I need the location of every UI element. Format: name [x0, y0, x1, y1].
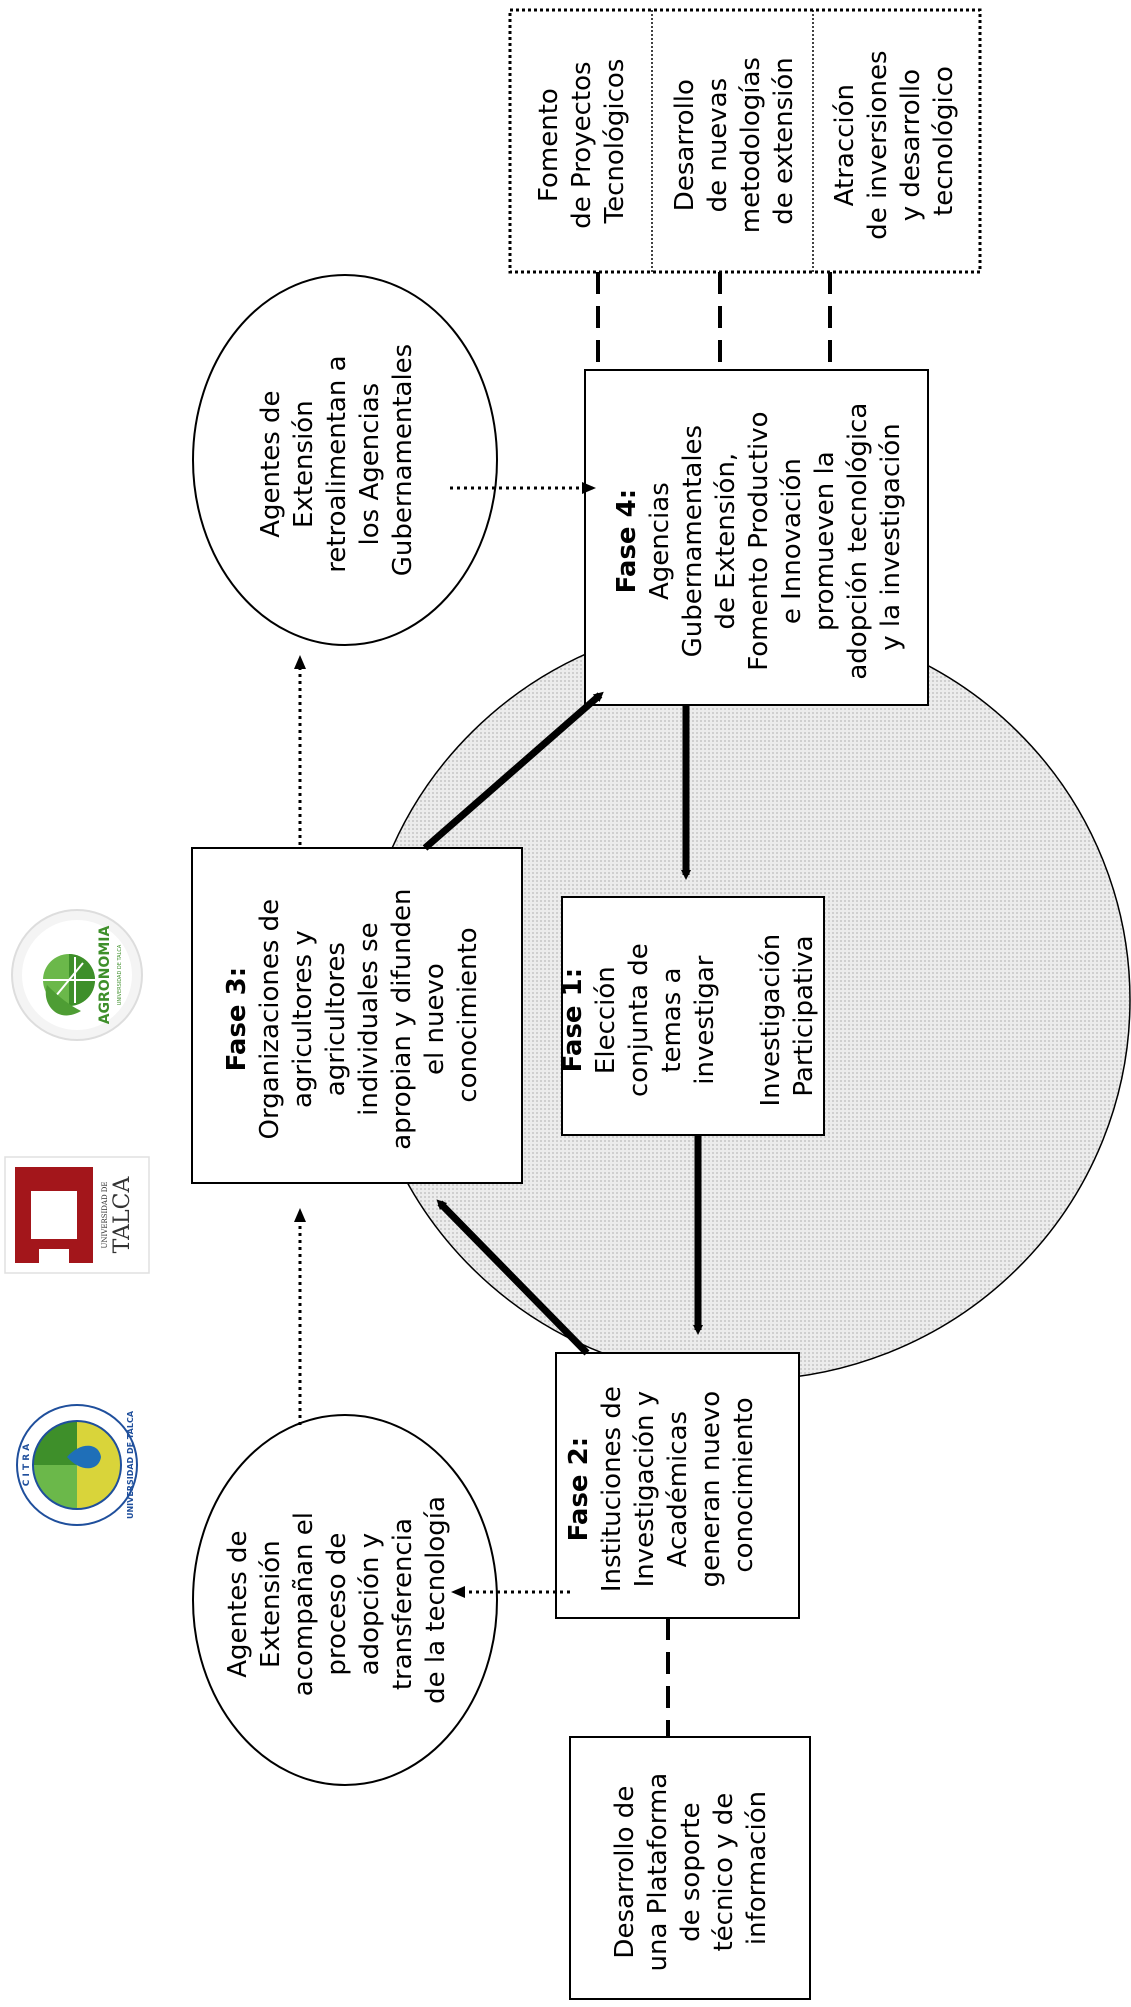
utalca-logo-big-text: TALCA [110, 1176, 135, 1254]
fase4-line: e Innovación [777, 458, 807, 624]
top-box-line: metodologías [736, 57, 766, 233]
svg-text:Agentes de Extensión: Agentes de Extensión acompañan el proces… [223, 1496, 451, 1704]
fase3-title: Fase 3: [222, 967, 252, 1071]
ellipse-accompany [192, 1414, 498, 1786]
plataforma-line: técnico y de [709, 1793, 739, 1952]
fase3-text: Fase 3: Organizaciones de agricultores y… [222, 880, 483, 1150]
agronomia-logo-text: AGRONOMIA [97, 926, 113, 1025]
fase4-line: de Extensión, [711, 453, 741, 630]
svg-text:Fase 3: Organizaciones: Fase 3: Organizaciones de agricultores y… [222, 880, 483, 1150]
box-plataforma [569, 1736, 811, 2000]
ellipse-feedback [192, 274, 498, 646]
top-box-line: y desarrollo [896, 69, 926, 221]
top-box-1-text: Fomento de Proyectos Tecnológicos [534, 53, 630, 229]
ellipse-accompany-text: Agentes de Extensión acompañan el proces… [223, 1496, 451, 1704]
fase4-line: Agencias [645, 482, 675, 600]
citra-logo-ring-text: UNIVERSIDAD DE TALCA [126, 1410, 135, 1519]
top-box-line: de inversiones [863, 51, 893, 240]
fase1-line: temas a [657, 968, 687, 1073]
fase2-line: Instituciones de [597, 1386, 627, 1592]
fase1-title: Fase 1: [558, 968, 588, 1072]
fase4-line: promueven la [810, 451, 840, 631]
svg-text:Fase 1: Elección c: Fase 1: Elección conjunta de temas a inv… [558, 925, 819, 1106]
fase2-line: Investigación y [630, 1391, 660, 1588]
plataforma-line: una Plataforma [643, 1773, 673, 1972]
ellipse-line: de la tecnología [421, 1496, 451, 1704]
ellipse-line: transferencia [388, 1518, 418, 1690]
plataforma-line: de soporte [676, 1802, 706, 1942]
svg-text:Desarrollo de nuevas: Desarrollo de nuevas metodologías de ext… [670, 49, 799, 233]
citra-logo-text: C I T R A [22, 1444, 32, 1487]
ellipse-line: acompañan el [289, 1512, 319, 1696]
arrow-fase2-to-fase3 [436, 1199, 590, 1356]
fase1-line: Investigación [756, 934, 786, 1107]
plataforma-line: información [742, 1791, 772, 1945]
top-box-line: Desarrollo [670, 79, 700, 211]
fase3-line: el nuevo [420, 963, 450, 1075]
arrow-fase3-to-fase4 [422, 691, 604, 851]
svg-text:Fase 4: Agencias G: Fase 4: Agencias Gubernamentales de Exte… [612, 394, 906, 679]
fase4-title: Fase 4: [612, 489, 642, 593]
fase3-line: apropian y difunden [387, 888, 417, 1149]
fase2-line: generan nuevo [696, 1391, 726, 1588]
fase3-line: agricultores [321, 942, 351, 1096]
ellipse-feedback-text: Agentes de Extensión retroalimentan a lo… [256, 344, 418, 576]
fase1-line: Participativa [789, 935, 819, 1096]
plataforma-text: Desarrollo de una Plataforma de soporte … [610, 1765, 772, 1972]
top-box-line: de Proyectos [567, 61, 597, 228]
fase1-line: investigar [690, 955, 720, 1084]
top-box-2-text: Desarrollo de nuevas metodologías de ext… [670, 49, 799, 233]
fase1-text: Fase 1: Elección conjunta de temas a inv… [558, 925, 819, 1107]
fase1-line: Elección [591, 966, 621, 1074]
utalca-logo-small-text: UNIVERSIDAD DE [101, 1181, 109, 1248]
ellipse-line: proceso de [322, 1533, 352, 1676]
fase3-line: Organizaciones de [255, 899, 285, 1140]
utalca-logo: UNIVERSIDAD DE TALCA [4, 1156, 150, 1274]
top-box-3-text: Atracción de inversiones y desarrollo te… [830, 42, 959, 240]
top-box-line: de nuevas [703, 78, 733, 213]
top-box-line: tecnológico [929, 66, 959, 216]
ellipse-line: adopción y [355, 1533, 385, 1675]
top-box-line: Fomento [534, 88, 564, 202]
fase2-line: conocimiento [729, 1397, 759, 1572]
ellipse-line: los Agencias [355, 383, 385, 546]
ellipse-line: Agentes de [256, 391, 286, 538]
fase4-line: adopción tecnológica [843, 403, 873, 680]
fase4-line: Fomento Productivo [744, 411, 774, 670]
plataforma-line: Desarrollo de [610, 1786, 640, 1959]
svg-text:Desarrollo de una Plataf: Desarrollo de una Plataforma de soporte … [610, 1765, 772, 1972]
citra-logo: C I T R A UNIVERSIDAD DE TALCA [12, 1400, 142, 1530]
top-box-line: Tecnológicos [600, 59, 630, 225]
ellipse-line: Extensión [289, 400, 319, 528]
ellipse-line: Extensión [256, 1540, 286, 1668]
top-box-line: Atracción [830, 84, 860, 206]
fase3-line: individuales se [354, 922, 384, 1116]
box-fase3 [191, 847, 523, 1184]
fase2-line: Académicas [663, 1411, 693, 1567]
ellipse-line: Agentes de [223, 1531, 253, 1678]
agronomia-logo-subtext: UNIVERSIDAD DE TALCA [117, 944, 123, 1005]
fase1-line: conjunta de [624, 943, 654, 1097]
top-box-line: de extensión [769, 57, 799, 225]
fase3-line: agricultores y [288, 930, 318, 1108]
svg-text:Agentes de Extensión: Agentes de Extensión retroalimentan a lo… [256, 344, 418, 576]
ellipse-line: Gubernamentales [388, 344, 418, 576]
fase2-title: Fase 2: [564, 1437, 594, 1541]
svg-text:Atracción de inversiones: Atracción de inversiones y desarrollo te… [830, 42, 959, 240]
fase3-line: conocimiento [453, 927, 483, 1102]
svg-text:Fase 2: Instituciones de: Fase 2: Instituciones de Investigación y… [564, 1378, 759, 1592]
top-boxes-group [508, 8, 982, 274]
box-fase4 [584, 369, 929, 706]
fase2-text: Fase 2: Instituciones de Investigación y… [564, 1378, 759, 1592]
svg-text:Fomento de Proyectos: Fomento de Proyectos Tecnológicos [534, 53, 630, 229]
fase4-line: y la investigación [876, 423, 906, 650]
fase4-text: Fase 4: Agencias Gubernamentales de Exte… [612, 394, 906, 680]
agronomia-logo: AGRONOMIA UNIVERSIDAD DE TALCA [11, 909, 143, 1041]
ellipse-line: retroalimentan a [322, 355, 352, 572]
box-fase1 [561, 896, 825, 1136]
fase4-line: Gubernamentales [678, 425, 708, 657]
box-fase2 [555, 1352, 800, 1619]
